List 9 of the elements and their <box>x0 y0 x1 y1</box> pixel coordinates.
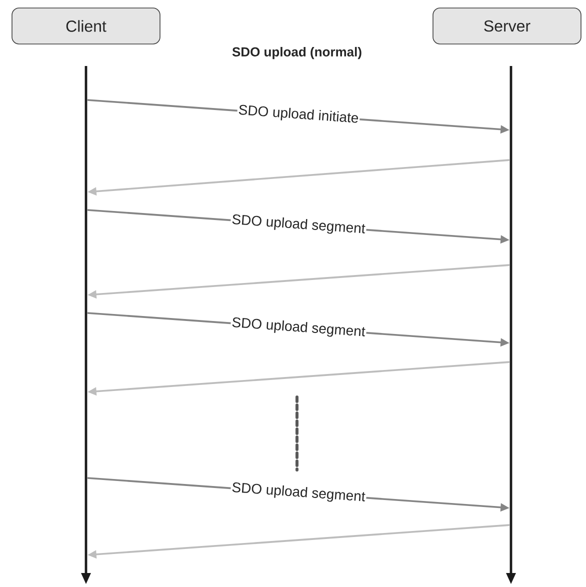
edge-label: SDO upload initiate <box>238 104 358 123</box>
lifeline-arrow <box>506 66 516 584</box>
edge-label: SDO upload segment <box>232 317 366 337</box>
participant-box: Server <box>432 8 582 44</box>
participant-box: Client <box>12 8 160 44</box>
edge-label: SDO upload segment <box>232 482 366 502</box>
diagram-title: SDO upload (normal) <box>232 46 362 60</box>
edge-label: SDO upload segment <box>232 214 366 234</box>
lifeline-arrow <box>81 66 91 584</box>
